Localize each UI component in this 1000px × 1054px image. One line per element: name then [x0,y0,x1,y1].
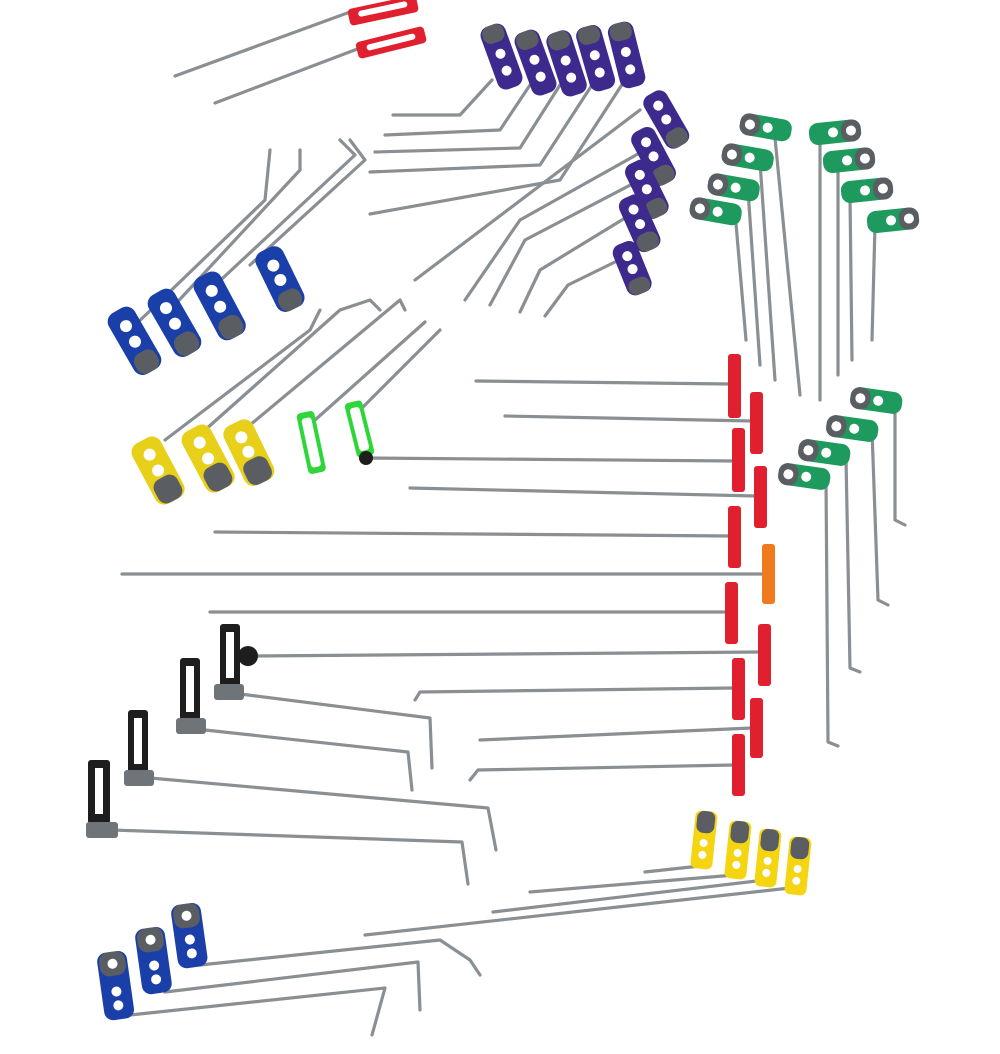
ball-tip [359,451,373,465]
yellow-handles [131,419,275,505]
green-handles [689,113,920,490]
bottom-blue-handle-rods [128,938,482,1037]
red-t-handle-rods [120,379,765,782]
lime-green-loop-tools [296,400,375,474]
bright-yellow-handles [690,810,812,896]
red-hook-tool [213,26,427,105]
blue-handles [107,246,305,375]
blue-handle-rods [128,138,367,332]
red-hook-tool [173,0,419,78]
red-t-handles [238,354,775,796]
ball-tip [238,646,258,666]
bright-yellow-handle-rods [363,864,792,937]
bottom-blue-handles [97,902,208,1021]
yellow-handle-rods [163,298,442,442]
purple-handle-rods [368,78,647,318]
purple-handles [480,21,690,296]
green-handle-rods [733,136,907,748]
bracket-tool-handles [86,624,244,838]
bracket-tool-rods [110,692,498,886]
